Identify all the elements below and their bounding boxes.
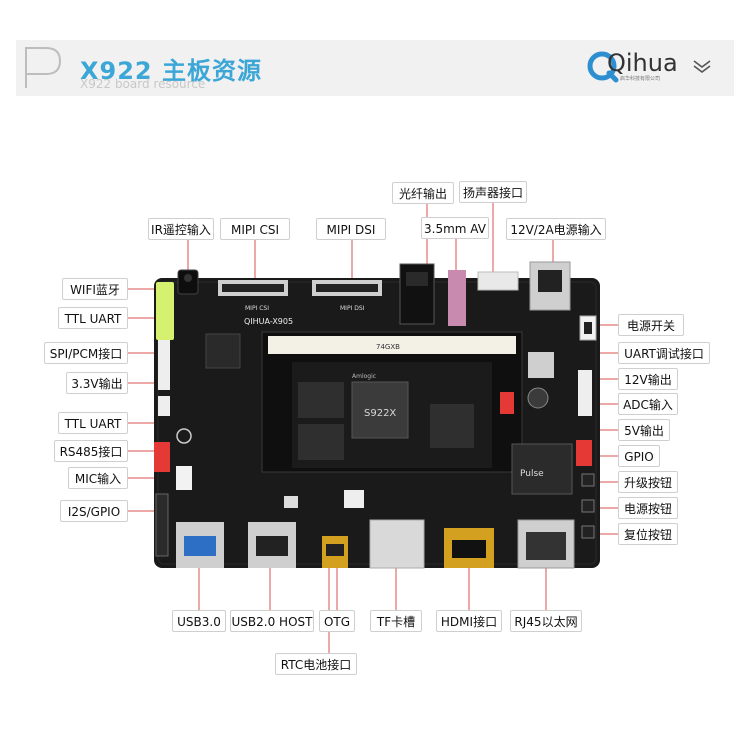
label-mic: MIC输入: [68, 467, 128, 489]
label-out-33v: 3.3V输出: [66, 372, 128, 394]
label-power-input: 12V/2A电源输入: [506, 218, 606, 240]
label-adc-in: ADC输入: [618, 393, 678, 415]
led: [284, 496, 298, 508]
label-gpio: GPIO: [618, 445, 660, 467]
soc-chip: [351, 381, 409, 439]
label-wifi-bt: WIFI蓝牙: [62, 278, 128, 300]
label-otg: OTG: [319, 610, 355, 632]
rtc-connector: [344, 490, 364, 508]
spi-pcm-header: [158, 340, 170, 390]
wifi-ttl-uart-header: [156, 282, 174, 340]
inductor: [528, 352, 554, 378]
label-i2s-gpio: I2S/GPIO: [60, 500, 128, 522]
tf-slot: [369, 519, 425, 569]
chevron-down-icon[interactable]: [692, 58, 712, 74]
lan-transformer: [511, 443, 573, 495]
label-av-35: 3.5mm AV: [421, 217, 489, 239]
gpio-header: [576, 440, 592, 466]
label-power-switch: 电源开关: [618, 314, 684, 336]
dram-chip-2: [298, 424, 344, 460]
label-rj45: RJ45以太网: [510, 610, 582, 632]
label-out-5v: 5V输出: [618, 419, 670, 441]
label-power-button: 电源按钮: [618, 497, 678, 519]
lan-chip-label: Pulse: [520, 469, 544, 479]
label-reset-button: 复位按钮: [618, 523, 678, 545]
emmc-chip: [430, 404, 474, 448]
brand-tagline: 启华科技有限公司: [620, 76, 661, 82]
upgrade-button-part: [581, 473, 595, 487]
wifi-module: [205, 333, 241, 369]
sodimm-slot: [268, 336, 516, 354]
letter-p-logo: [20, 44, 70, 90]
label-hdmi: HDMI接口: [436, 610, 502, 632]
reset-button-part: [581, 525, 595, 539]
mipi-csi-silk: MIPI CSI: [245, 305, 269, 312]
rs485-header: [154, 442, 170, 472]
label-rtc-battery: RTC电池接口: [275, 653, 357, 675]
mipi-dsi-silk: MIPI DSI: [340, 305, 365, 312]
soc-label: S922X: [364, 408, 396, 419]
i2s-gpio-header: [155, 493, 169, 557]
label-uart-debug: UART调试接口: [618, 342, 710, 364]
power-button-part: [581, 499, 595, 513]
label-usb20-host: USB2.0 HOST: [230, 610, 314, 632]
capacitor: [527, 387, 549, 409]
label-ttl-uart-1: TTL UART: [58, 307, 128, 329]
label-usb30: USB3.0: [172, 610, 226, 632]
label-upgrade-button: 升级按钮: [618, 471, 678, 493]
optical-out: [448, 270, 466, 326]
speaker-connector: [477, 271, 519, 291]
label-spi-pcm: SPI/PCM接口: [44, 342, 128, 364]
label-mipi-dsi: MIPI DSI: [316, 218, 386, 240]
out-3v3-header: [158, 396, 170, 416]
dram-chip-1: [298, 382, 344, 418]
board-model-silk: QIHUA-X905: [244, 317, 293, 326]
adc-connector: [500, 392, 514, 414]
mic-hole: [176, 428, 192, 444]
label-out-12v: 12V输出: [618, 368, 678, 390]
label-mipi-csi: MIPI CSI: [220, 218, 290, 240]
ram-silk: 74GXB: [376, 343, 400, 351]
label-tf-slot: TF卡槽: [370, 610, 422, 632]
mic-connector: [176, 466, 192, 490]
label-ir-input: IR遥控输入: [148, 218, 214, 240]
label-rs485: RS485接口: [54, 440, 128, 462]
label-ttl-uart-2: TTL UART: [58, 412, 128, 434]
page-subtitle: X922 board resource: [80, 77, 206, 91]
label-optical-out: 光纤输出: [392, 182, 454, 204]
brand-logo: Qihua 启华科技有限公司: [585, 49, 685, 83]
label-speaker: 扬声器接口: [459, 181, 527, 203]
right-headers: [578, 370, 592, 416]
amlogic-label: Amlogic: [352, 373, 376, 380]
page-title: X922 主板资源: [80, 57, 262, 85]
brand-name: Qihua: [607, 49, 678, 77]
